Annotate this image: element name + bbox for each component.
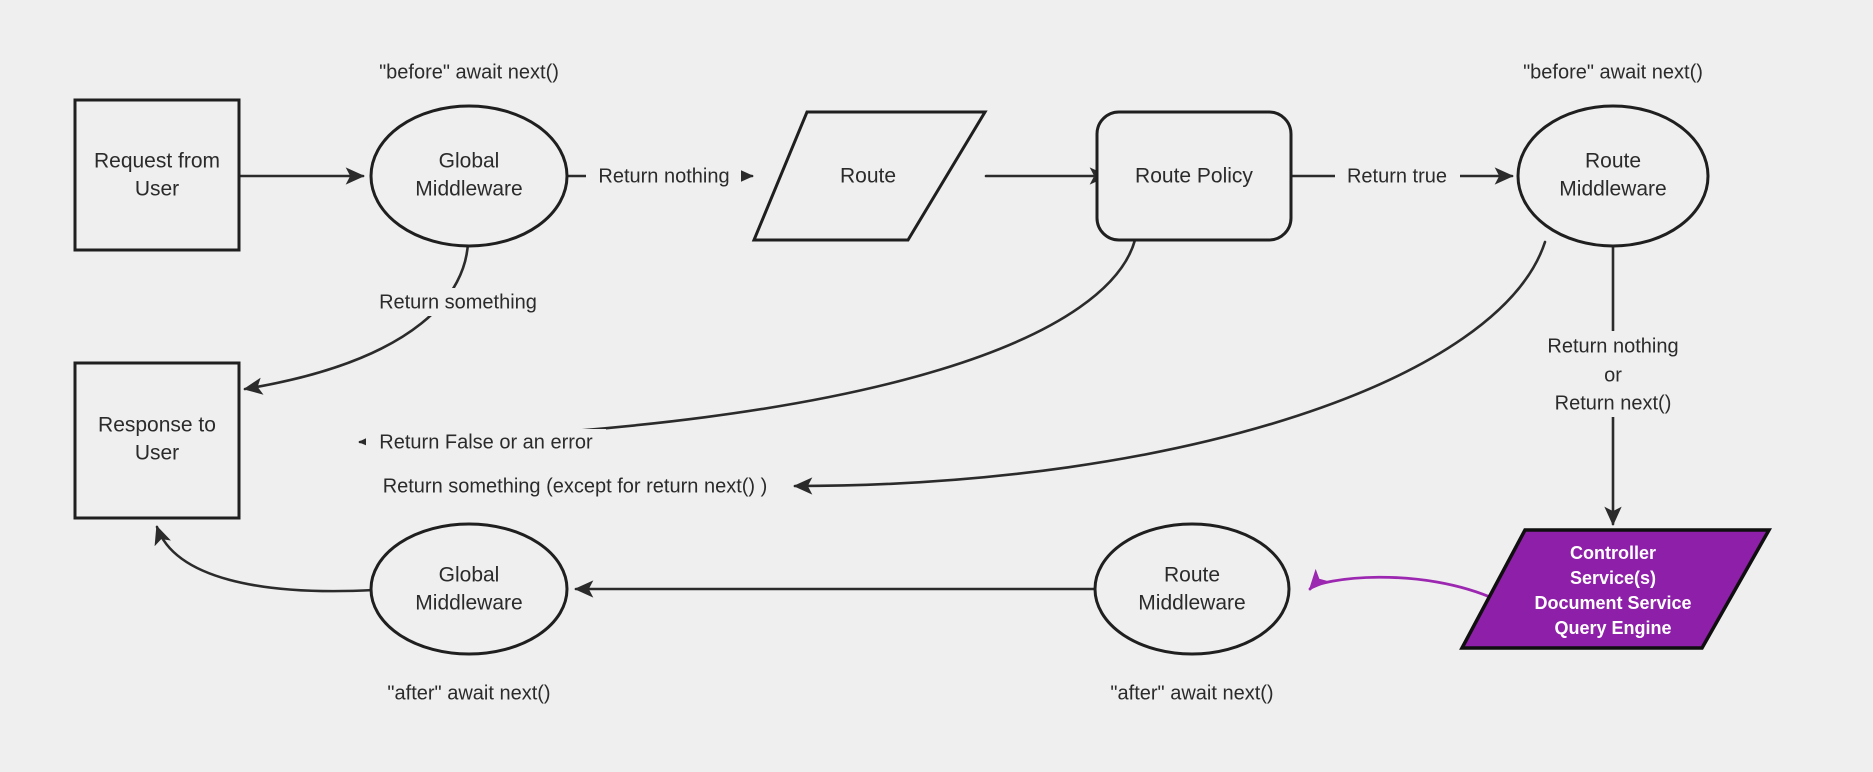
node-controller-services-label-line2: Service(s) [1570,568,1656,588]
node-route-middleware-bottom-label-line1: Route [1164,564,1220,587]
node-response-to-user-label-line1: Response to [98,414,216,437]
node-route-middleware-top[interactable]: Route Middleware [1516,104,1710,248]
annotation-before-global-middleware: "before" await next() [379,61,559,83]
edge-label-return-nothing-text: Return nothing [598,165,729,187]
node-controller-services-label-line1: Controller [1570,543,1656,563]
edge-label-return-something-except: Return something (except for return next… [366,473,784,501]
node-request-from-user[interactable]: Request from User [73,98,241,252]
edge-label-return-true-text: Return true [1347,165,1447,187]
edge-label-return-nothing-or-next-line3: Return next() [1555,392,1672,414]
node-global-middleware-bottom-label-line1: Global [439,564,500,587]
edge-label-return-something-except-text: Return something (except for return next… [383,475,768,497]
annotation-after-route-middleware: "after" await next() [1110,682,1273,704]
edge-label-return-nothing-or-next-line1: Return nothing [1547,335,1678,357]
node-response-to-user[interactable]: Response to User [73,361,241,520]
node-global-middleware-bottom[interactable]: Global Middleware [369,522,569,656]
node-global-middleware-bottom-label-line2: Middleware [415,592,522,615]
edge-global-middleware-to-response [243,240,470,395]
node-route-middleware-top-label-line2: Middleware [1559,178,1666,201]
node-route-middleware-top-label-line1: Route [1585,150,1641,173]
node-route-policy[interactable]: Route Policy [1095,110,1293,242]
node-global-middleware-top[interactable]: Global Middleware [369,104,569,248]
annotation-before-route-middleware: "before" await next() [1523,61,1703,83]
node-global-middleware-top-label-line1: Global [439,150,500,173]
edge-global-middleware-bottom-to-response [154,525,376,593]
node-controller-services-label-line4: Query Engine [1554,618,1671,638]
node-controller-services[interactable]: Controller Service(s) Document Service Q… [1459,528,1773,650]
annotation-after-global-middleware: "after" await next() [387,682,550,704]
edge-label-return-nothing-or-next-line2: or [1604,364,1622,386]
edge-label-return-false-or-error-text: Return False or an error [379,431,593,453]
node-response-to-user-label-line2: User [135,442,179,465]
edge-controller-to-route-middleware [1308,568,1499,602]
edge-label-return-nothing: Return nothing [586,162,741,190]
node-global-middleware-top-label-line2: Middleware [415,178,522,201]
edge-route-policy-to-response [358,238,1137,451]
node-route-middleware-bottom[interactable]: Route Middleware [1093,522,1291,656]
node-route-label: Route [840,165,896,188]
node-route[interactable]: Route [751,110,988,242]
node-controller-services-label-line3: Document Service [1534,593,1691,613]
edge-label-return-something-text: Return something [379,291,537,313]
node-request-from-user-label-line2: User [135,178,179,201]
edge-route-middleware-to-response [793,240,1547,495]
edge-label-return-nothing-or-next: Return nothing or Return next() [1530,331,1700,417]
node-route-policy-label: Route Policy [1135,165,1253,188]
edge-label-return-true: Return true [1335,162,1460,190]
edge-label-return-something: Return something [362,288,542,316]
node-route-middleware-bottom-label-line2: Middleware [1138,592,1245,615]
node-request-from-user-label-line1: Request from [94,150,220,173]
edge-label-return-false-or-error: Return False or an error [366,429,606,457]
